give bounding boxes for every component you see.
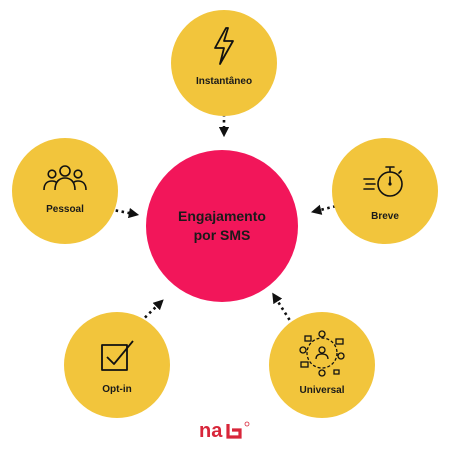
node-label: Breve: [371, 211, 399, 222]
lightning-icon: [214, 27, 234, 65]
node-instantaneo: Instantâneo: [171, 10, 277, 116]
center-title-line2: por SMS: [193, 227, 251, 243]
node-pessoal: Pessoal: [12, 138, 118, 244]
brand-logo: na: [199, 420, 250, 442]
node-label: Instantâneo: [195, 76, 253, 87]
node-label: Pessoal: [46, 204, 84, 215]
stopwatch-icon: [363, 166, 403, 197]
node-label: Opt-in: [102, 384, 132, 395]
svg-text:na: na: [199, 420, 223, 442]
center-title-line1: Engajamento: [178, 208, 266, 224]
node-universal: Universal: [269, 312, 375, 418]
node-label: Universal: [299, 385, 345, 396]
people-group-icon: [43, 165, 87, 191]
node-optin: Opt-in: [64, 312, 170, 418]
node-breve: Breve: [332, 138, 438, 244]
checkbox-icon: [101, 340, 134, 371]
center-circle: Engajamento por SMS: [146, 150, 298, 302]
center-title: Engajamento por SMS: [157, 207, 287, 245]
network-people-icon: [299, 330, 345, 377]
